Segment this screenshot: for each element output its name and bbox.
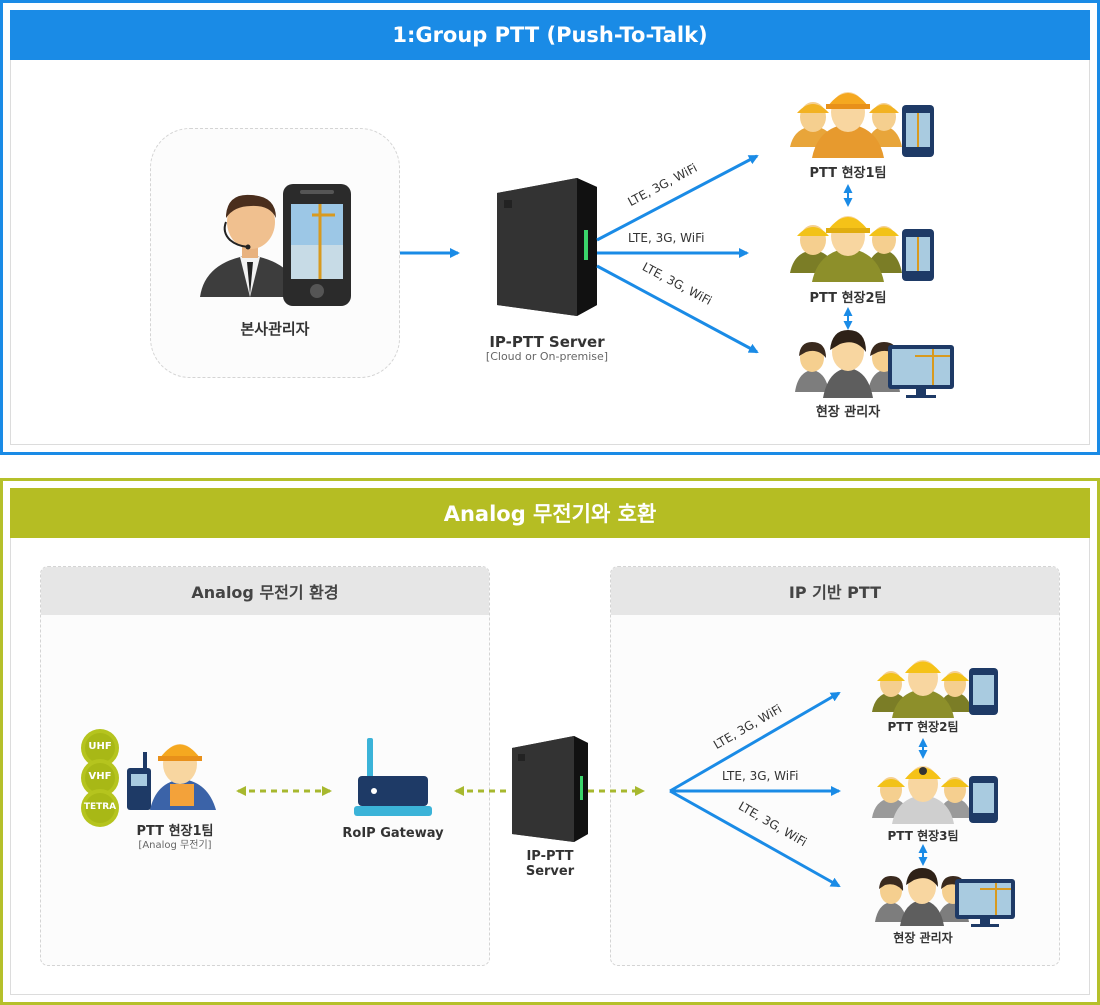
uhf-badge-label: UHF [88, 741, 112, 752]
team1-worker-icon [150, 744, 216, 810]
team2-workers-icon [790, 216, 902, 282]
team3-phone-icon [969, 776, 998, 823]
team3-label: PTT 현장3팀 [887, 829, 959, 843]
ip-ptt-header: IP 기반 PTT [611, 567, 1059, 615]
analog-site-managers-icon [875, 868, 969, 926]
uhf-badge-icon [81, 729, 119, 767]
team1-workers-icon [790, 92, 902, 158]
hq-manager-label: 본사관리자 [240, 320, 310, 338]
team2-label: PTT 현장2팀 [809, 291, 887, 306]
analog-team2-workers-icon [872, 660, 972, 718]
bottom-server-label-line1: IP-PTT [526, 849, 574, 864]
analog-site-manager-label: 현장 관리자 [893, 931, 953, 945]
group-ptt-title: 1:Group PTT (Push-To-Talk) [10, 10, 1090, 60]
analog-team2-label: PTT 현장2팀 [887, 720, 959, 734]
team3-workers-icon [872, 766, 972, 824]
analog-title: Analog 무전기와 호환 [10, 488, 1090, 538]
analog-link-label-team3: LTE, 3G, WiFi [722, 769, 799, 783]
monitor-icon [888, 345, 954, 398]
team1-phone-icon [902, 105, 934, 157]
team2-phone-icon [902, 229, 934, 281]
analog-team1-label: PTT 현장1팀 [136, 824, 214, 839]
server-label: IP-PTT Server [489, 333, 605, 351]
analog-team2-phone-icon [969, 668, 998, 715]
smartphone-icon [283, 184, 351, 306]
analog-monitor-icon [955, 879, 1015, 927]
server-sublabel: [Cloud or On-premise] [485, 350, 609, 363]
roip-gateway-icon [354, 738, 432, 816]
bottom-server-label-line2: Server [525, 864, 575, 879]
hq-manager-icon [200, 194, 300, 297]
analog-team1-sublabel: [Analog 무전기] [138, 840, 212, 851]
link-label-team2: LTE, 3G, WiFi [628, 231, 705, 245]
team1-label: PTT 현장1팀 [809, 166, 887, 181]
analog-env-box: Analog 무전기 환경 [40, 566, 490, 966]
ip-ptt-server-icon [497, 178, 597, 316]
analog-env-header: Analog 무전기 환경 [41, 567, 489, 615]
analog-radio-icon [127, 752, 151, 810]
hq-manager-box [150, 128, 400, 378]
tetra-badge-icon [81, 789, 119, 827]
site-managers-icon [795, 330, 900, 398]
vhf-badge-icon [81, 759, 119, 797]
tetra-badge-label: TETRA [83, 802, 117, 812]
ip-ptt-server-small-icon [512, 736, 588, 842]
roip-gateway-label: RoIP Gateway [342, 826, 444, 841]
vhf-badge-label: VHF [88, 771, 112, 782]
site-manager-label: 현장 관리자 [815, 405, 881, 420]
